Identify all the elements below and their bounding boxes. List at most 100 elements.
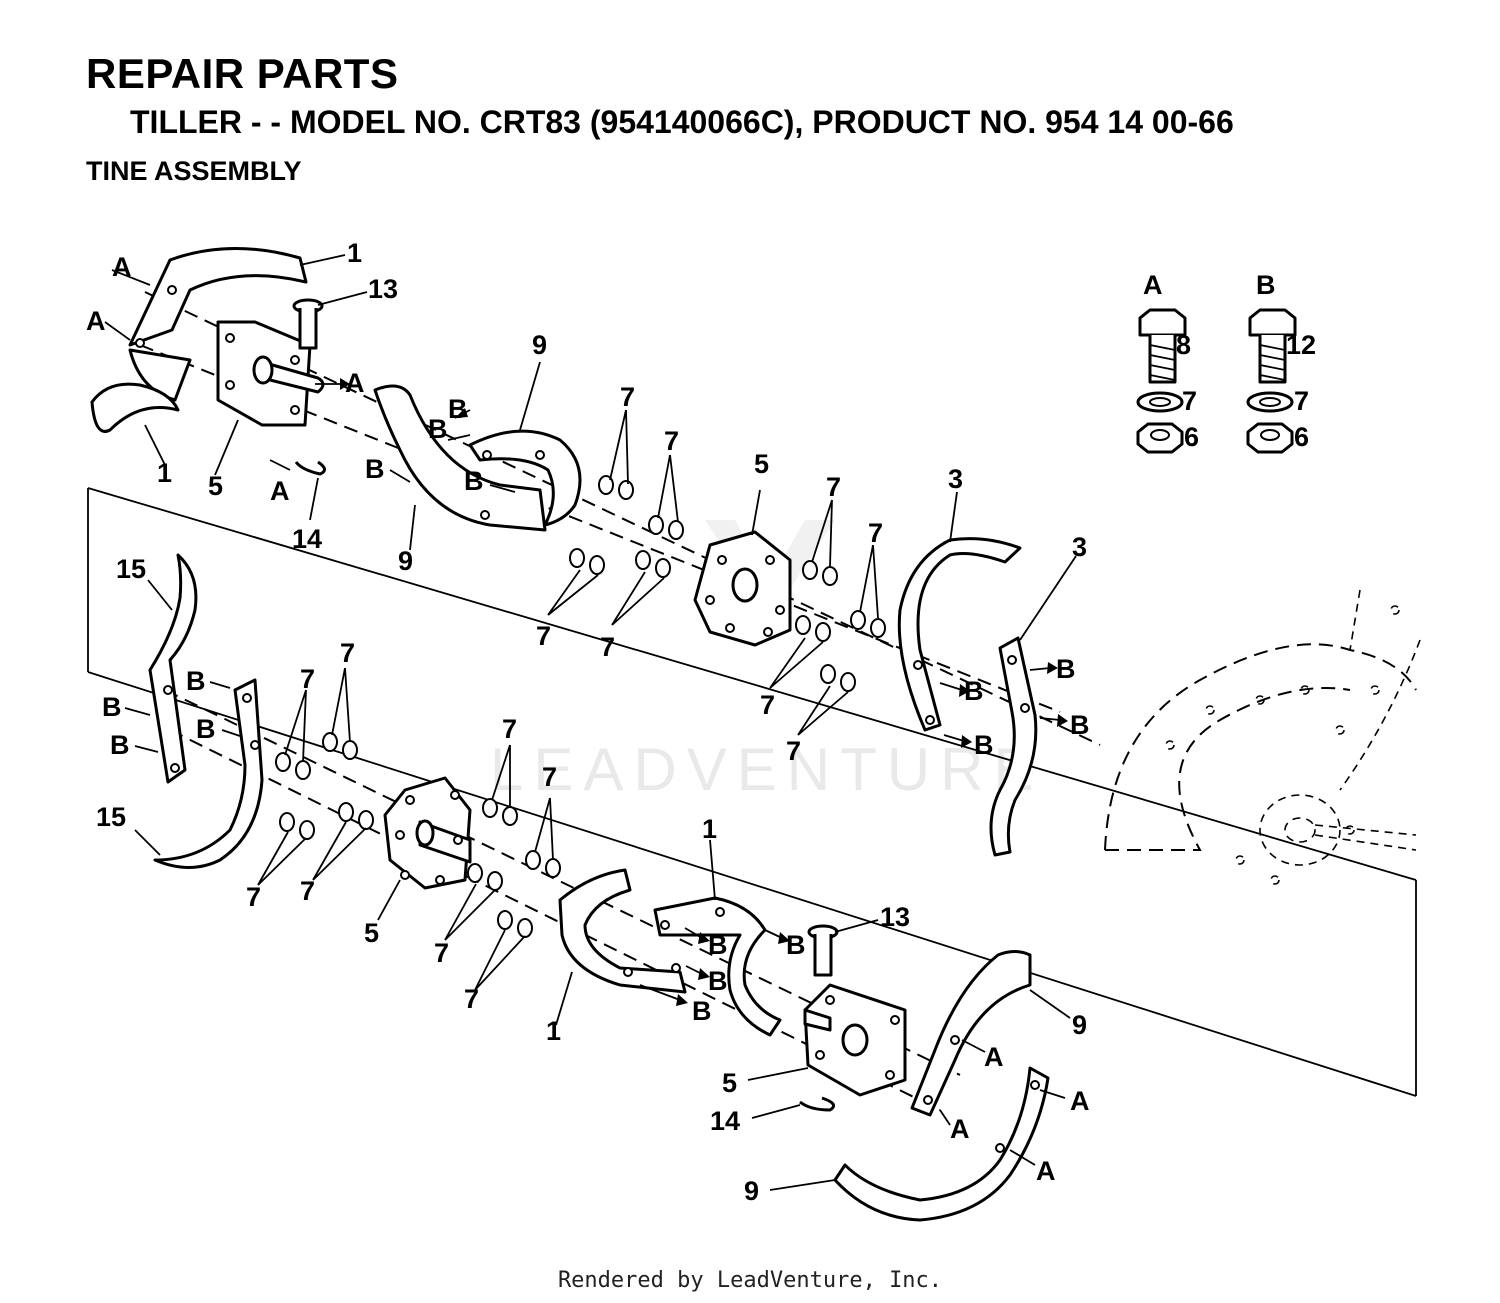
callout-15: 15 [96, 802, 126, 832]
callout-b: B [448, 394, 468, 424]
callout-a: A [270, 476, 290, 506]
callout-13: 13 [368, 274, 398, 304]
callout-labels: 1 13 A A A 1 5 A 14 9 B B B B 9 7 7 7 7 … [86, 238, 1090, 1206]
callout-b: B [1056, 654, 1076, 684]
hardware-key-a [1136, 308, 1187, 454]
page-title: REPAIR PARTS [86, 50, 399, 97]
callout-7: 7 [434, 938, 449, 968]
tine-9-lower-b [833, 1066, 1050, 1222]
callout-3: 3 [1072, 532, 1087, 562]
callout-7: 7 [620, 382, 635, 412]
callout-5: 5 [722, 1068, 737, 1098]
callout-7: 7 [868, 518, 883, 548]
callout-a: A [1036, 1156, 1056, 1186]
callout-5: 5 [364, 918, 379, 948]
background-plane [87, 487, 1417, 1097]
callout-14: 14 [710, 1106, 740, 1136]
key-b-washer-number: 7 [1294, 386, 1309, 416]
flange-5-upper-left [216, 320, 325, 427]
hardware-key-b [1246, 308, 1297, 454]
callout-b: B [186, 666, 206, 696]
tine-9-upper-a [373, 384, 547, 532]
key-b-bolt-number: 12 [1286, 330, 1316, 360]
callout-a: A [112, 252, 132, 282]
callout-7: 7 [300, 664, 315, 694]
callout-b: B [708, 930, 728, 960]
callout-b: B [196, 714, 216, 744]
callout-a: A [950, 1114, 970, 1144]
callout-7: 7 [826, 472, 841, 502]
callout-7: 7 [246, 882, 261, 912]
model-subtitle: TILLER - - MODEL NO. CRT83 (954140066C),… [130, 104, 1234, 140]
callout-a: A [1070, 1086, 1090, 1116]
callout-a: A [345, 368, 365, 398]
callout-3: 3 [948, 464, 963, 494]
tine-1-upper-left [90, 247, 308, 433]
watermark-text: LEADVENTURE [490, 736, 1043, 803]
key-a-nut-number: 6 [1184, 422, 1199, 452]
callout-9: 9 [398, 546, 413, 576]
callout-13: 13 [880, 902, 910, 932]
callout-1: 1 [546, 1016, 561, 1046]
lock-washers-7-lower [275, 732, 561, 938]
flange-5-lower-right [803, 983, 907, 1097]
tine-1-lower-a [558, 868, 687, 994]
leader-lines [134, 254, 1077, 1191]
callout-a: A [984, 1042, 1004, 1072]
callout-b: B [365, 454, 385, 484]
callout-b: B [102, 692, 122, 722]
section-title: TINE ASSEMBLY [86, 156, 302, 186]
callout-b: B [110, 730, 130, 760]
callout-b: B [1070, 710, 1090, 740]
hairpin-14-upper [294, 460, 326, 476]
lock-washers-7-upper [569, 475, 886, 692]
callout-1: 1 [702, 814, 717, 844]
tine-3-upper-a [897, 537, 1022, 732]
tine-1-lower-b [653, 896, 782, 1037]
callout-9: 9 [744, 1176, 759, 1206]
callout-b: B [964, 676, 984, 706]
footer-credit: Rendered by LeadVenture, Inc. [557, 1268, 943, 1293]
callout-5: 5 [208, 471, 223, 501]
hardware-arrows [104, 269, 1068, 1166]
tine-15-lower-b [153, 678, 264, 869]
callout-7: 7 [786, 736, 801, 766]
clevis-pin-13-lower [807, 924, 839, 977]
key-b-nut-number: 6 [1294, 422, 1309, 452]
tine-15-lower-a [148, 553, 198, 784]
key-a-bolt-number: 8 [1176, 330, 1191, 360]
callout-1: 1 [347, 238, 362, 268]
key-b-letter: B [1256, 270, 1276, 300]
callout-7: 7 [664, 426, 679, 456]
callout-15: 15 [116, 554, 146, 584]
callout-b: B [428, 414, 448, 444]
callout-7: 7 [536, 621, 551, 651]
tiller-housing-outline [1104, 589, 1421, 885]
callout-7: 7 [300, 876, 315, 906]
flange-5-lower-center [383, 776, 472, 890]
callout-7: 7 [542, 762, 557, 792]
callout-7: 7 [760, 690, 775, 720]
callout-14: 14 [292, 524, 322, 554]
callout-a: A [86, 306, 106, 336]
callout-7: 7 [600, 632, 615, 662]
hairpin-14-lower [799, 1096, 836, 1112]
callout-1: 1 [157, 458, 172, 488]
flange-5-upper-center [693, 530, 792, 647]
callout-9: 9 [1072, 1010, 1087, 1040]
callout-5: 5 [754, 449, 769, 479]
callout-b: B [974, 730, 994, 760]
callout-7: 7 [502, 714, 517, 744]
clevis-pin-13-upper [292, 298, 324, 350]
callout-7: 7 [340, 638, 355, 668]
callout-b: B [708, 966, 728, 996]
tine-3-upper-b [989, 636, 1038, 857]
callout-7: 7 [464, 984, 479, 1014]
callout-9: 9 [532, 330, 547, 360]
tine-9-lower-a [910, 950, 1032, 1117]
tine-9-upper-b [468, 429, 582, 527]
key-a-washer-number: 7 [1182, 386, 1197, 416]
callout-b: B [786, 930, 806, 960]
callout-b: B [692, 996, 712, 1026]
